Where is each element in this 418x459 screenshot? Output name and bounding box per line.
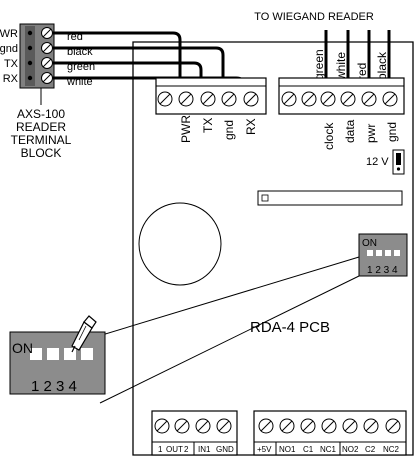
zoom-lines [68,256,360,404]
bottom-label-5v: +5V [257,445,272,454]
axs-caption-line-4: BLOCK [21,146,62,160]
axs-caption-line-2: READER [16,120,66,134]
pcb-pin-rx: RX [244,118,258,135]
bottom-terminal-labels-right: +5V NO1 C1 NC1 NO2 C2 NC2 [257,445,400,454]
dip-switch-small [358,233,408,277]
pcb-title: RDA-4 PCB [250,319,330,336]
bottom-label-in1: IN1 [198,445,211,454]
bottom-label-c2: C2 [365,445,376,454]
bottom-label-c1: C1 [303,445,314,454]
bottom-terminal-block-right [253,410,407,456]
bottom-label-1: 1 [158,445,163,454]
axs-caption: AXS-100 READER TERMINAL BLOCK [11,107,72,160]
bottom-label-2: 2 [184,445,189,454]
pcb-pin-clock: clock [322,122,336,150]
axs-pin-gnd: gnd [0,43,18,55]
pcb-pin-gnd: gnd [222,120,236,140]
axs-pin-labels: PWR gnd TX RX [0,28,19,85]
bottom-label-nc2: NC2 [383,445,400,454]
wiegand-reader-title: TO WIEGAND READER [254,11,374,23]
wire-label-white: white [334,52,348,81]
jumper-12v [392,149,405,175]
pcb-pin-data: data [343,119,357,143]
bottom-label-nc1: NC1 [320,445,337,454]
pcb-round-component [138,202,222,286]
dip-small-on-label: ON [362,238,377,249]
pcb-wiegand-terminal-labels: clock data pwr gnd [322,119,399,150]
wire-label-black: black [375,51,389,80]
bottom-terminal-block-left [151,410,238,456]
pcb-reader-terminal-labels: PWR TX gnd RX [179,115,258,143]
wire-label-red: red [355,63,369,80]
axs-pin-pwr: PWR [0,28,18,40]
pcb-wiegand-terminal-block [278,77,405,115]
bottom-label-gnd: GND [216,445,234,454]
pcb-pin-pwr: PWR [179,115,193,143]
axs-caption-line-1: AXS-100 [17,107,65,121]
bottom-terminal-labels-left: 1 OUT 2 IN1 GND [158,445,234,454]
dip-zoom-numbers: 1 2 3 4 [31,378,77,395]
dip-zoom-on-label: ON [12,340,33,356]
axs-terminal-block [19,23,55,89]
pcb-pin-tx: TX [201,118,215,133]
wire-label-green: green [312,49,326,80]
bottom-label-no2: NO2 [342,445,359,454]
bottom-label-out: OUT [166,445,183,454]
pcb-connector-slot [257,190,403,206]
pcb-reader-terminal-block [155,77,267,115]
dip-switch-zoom [9,331,106,395]
jumper-label: 12 V [366,156,389,168]
wiegand-wire-labels: green white red black [312,49,389,81]
axs-pin-tx: TX [4,58,19,70]
pcb-pin-gnd-wiegand: gnd [385,122,399,142]
pcb-pin-pwr-wiegand: pwr [364,124,378,143]
bottom-label-no1: NO1 [279,445,296,454]
dip-small-numbers: 1 2 3 4 [367,265,398,276]
pencil-icon [71,315,97,353]
axs-pin-rx: RX [3,73,19,85]
axs-screw-terminals [41,27,53,84]
axs-caption-line-3: TERMINAL [11,133,72,147]
